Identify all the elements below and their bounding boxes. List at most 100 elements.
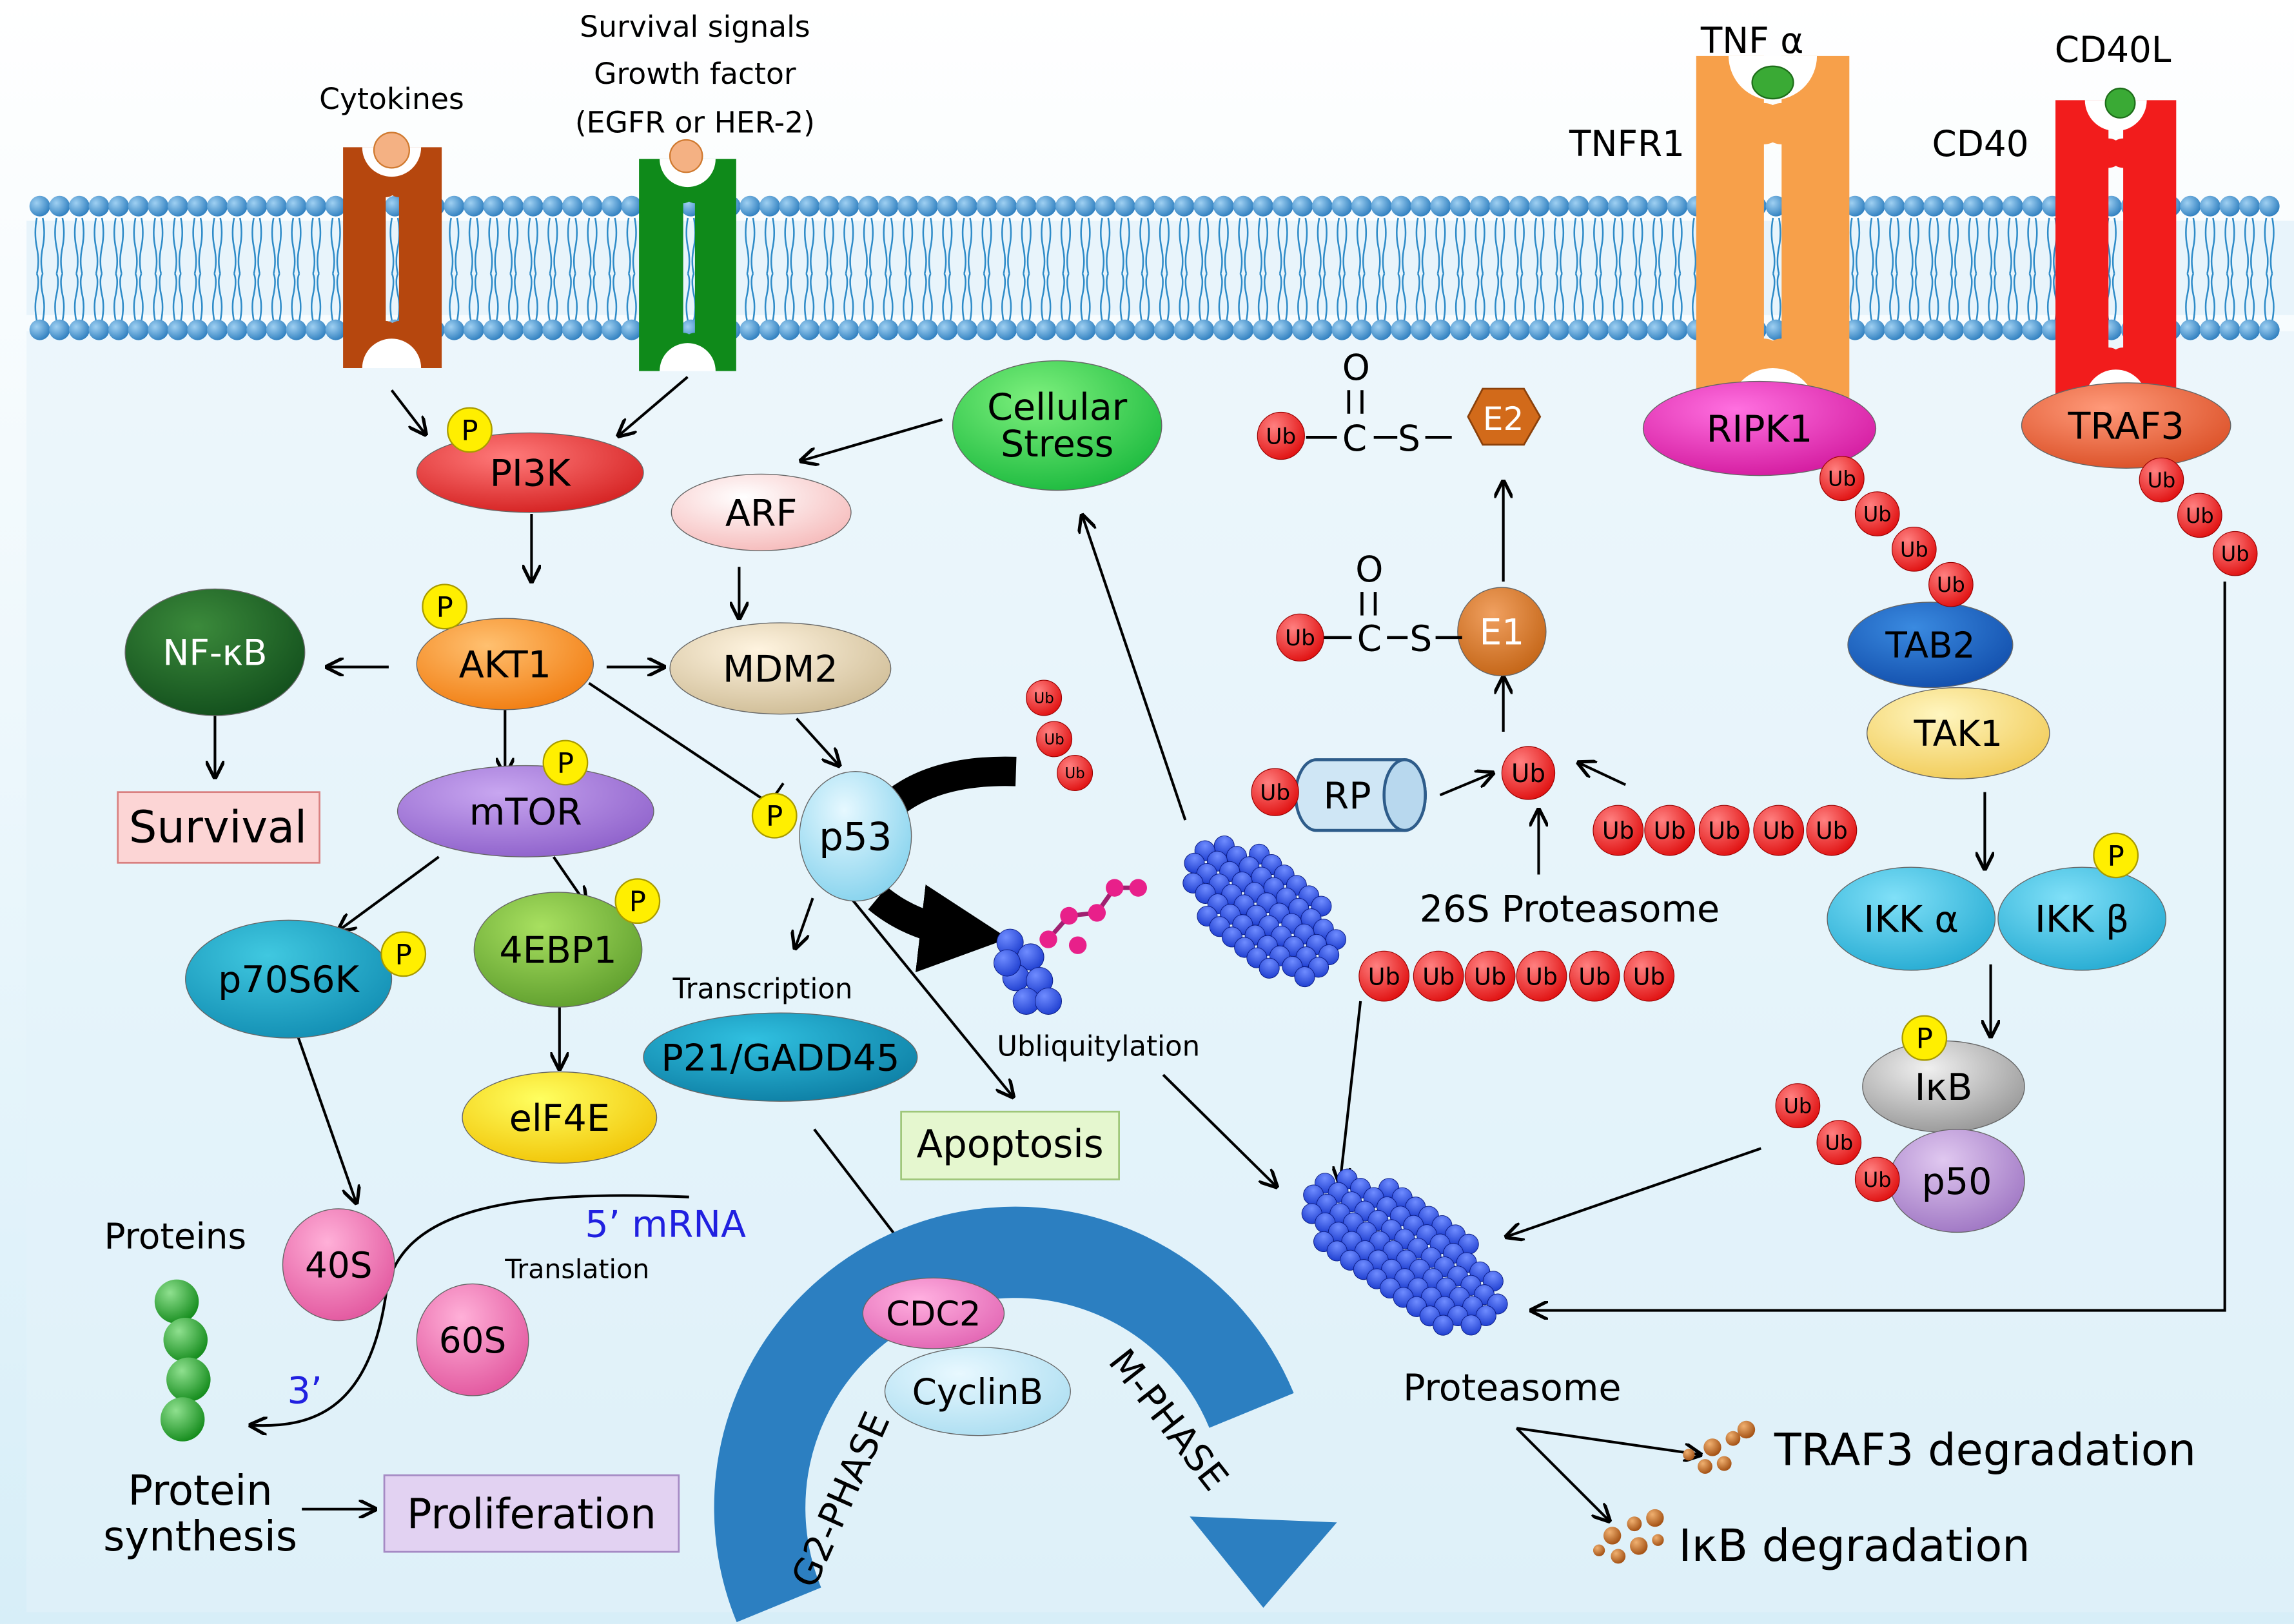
e2-thioester: O C S [1306,347,1452,459]
lipid-tail [330,273,335,322]
survival-label: Survival [129,801,307,853]
lipid-tail [1382,217,1387,275]
26s-proteasome-cluster [1182,836,1347,988]
lipid-head [542,195,564,217]
ripk1-label: RIPK1 [1707,408,1813,451]
lipid-head [2219,319,2240,340]
lipid-tail [2191,217,2196,275]
lipid-tail [34,217,39,275]
cellular-stress-node [952,360,1162,491]
lipid-tail [1184,273,1190,322]
lipid-head [306,195,327,217]
lipid-tail [764,273,769,322]
lipid-tail [593,273,598,322]
lipid-tail [1086,273,1091,322]
lipid-tail [218,217,223,275]
arrow-p53-to-apoptosis [850,897,1013,1097]
lipid-head [1864,195,1885,217]
lipid-tail [494,217,499,275]
phospho-label: P [629,886,646,919]
survival-box [117,791,320,864]
e2-carbon: C [1342,418,1367,459]
lipid-tail [2112,217,2117,275]
tak1-label: TAK1 [1914,713,2003,754]
lipid-head [858,195,879,217]
lipid-tail [60,273,65,322]
lipid-head [799,319,820,340]
ub-label: Ub [1511,759,1545,788]
lipid-head [1410,319,1431,340]
s60-label: 60S [439,1320,507,1361]
ub-label: Ub [1900,537,1928,562]
akt1-node [416,618,594,710]
lipid-head [1884,319,1905,340]
lipid-head [1548,195,1569,217]
arrow-ubchain-to-ub [1578,763,1627,787]
lipid-head [1430,195,1451,217]
lipid-head [2219,195,2240,217]
eif4e-node [462,1071,658,1164]
lipid-tail [514,273,519,322]
lipid-head [1469,319,1491,340]
lipid-head [2239,195,2260,217]
lipid-head [1845,319,1865,340]
lipid-tail [908,273,914,322]
lipid-tail [79,273,84,322]
lipid-head [1114,195,1135,217]
ub-label: Ub [1422,963,1455,990]
lipid-tail [1889,273,1894,322]
lipid-head [2180,195,2201,217]
lipid-tail [1480,217,1485,275]
lipid-tail [685,217,691,275]
lipid-tail [2112,273,2117,322]
lipid-head [1430,319,1451,340]
lipid-head [838,319,859,340]
proteasome-subunit [1294,966,1315,988]
ub-label: Ub [1525,963,1558,990]
lipid-tail [1277,273,1282,322]
lipid-tail [1500,273,1505,322]
lipid-tail [587,273,592,322]
lipid-tail [1460,217,1466,275]
lipid-head [207,319,228,340]
lipid-head [956,195,977,217]
lipid-tail [1159,217,1164,275]
lipid-tail [297,273,302,322]
lipid-tail [1994,273,1999,322]
ub-molecule [1854,491,1900,536]
mrna-label: 5’ mRNA [585,1203,746,1246]
lipid-tail [1593,217,1598,275]
e1-sulfur: S [1409,618,1432,659]
lipid-tail [804,273,809,322]
lipid-head [1588,195,1609,217]
tnf-alpha-ligand [1751,65,1794,100]
lipid-tail [455,273,460,322]
lipid-tail [192,273,197,322]
lipid-tail [40,217,45,275]
pi3k-label: PI3K [490,453,572,495]
lipid-tail [251,217,257,275]
arf-node [671,473,852,551]
lipid-head [1845,195,1865,217]
lipid-heads [29,195,2280,340]
lipid-tail [99,273,104,322]
lipid-head [2259,195,2280,217]
lipid-tail [1007,273,1012,322]
lipid-tail [1988,217,1993,275]
lipid-tail [2210,273,2215,322]
lipid-tail [922,273,927,322]
lipid-tail [1540,217,1545,275]
ub-molecule [2177,493,2222,538]
lipid-tail [1849,217,1854,275]
lipid-tail [2250,273,2255,322]
lipid-tail [1238,273,1243,322]
protein-subunit [994,949,1021,977]
lipid-tail [1579,273,1584,322]
lipid-tail [770,273,776,322]
lipid-tail [1356,273,1361,322]
ub-label: Ub [2221,542,2250,566]
lipid-head [1529,195,1550,217]
cd40l-ligand [2104,87,2136,119]
lipid-tail [1632,217,1638,275]
